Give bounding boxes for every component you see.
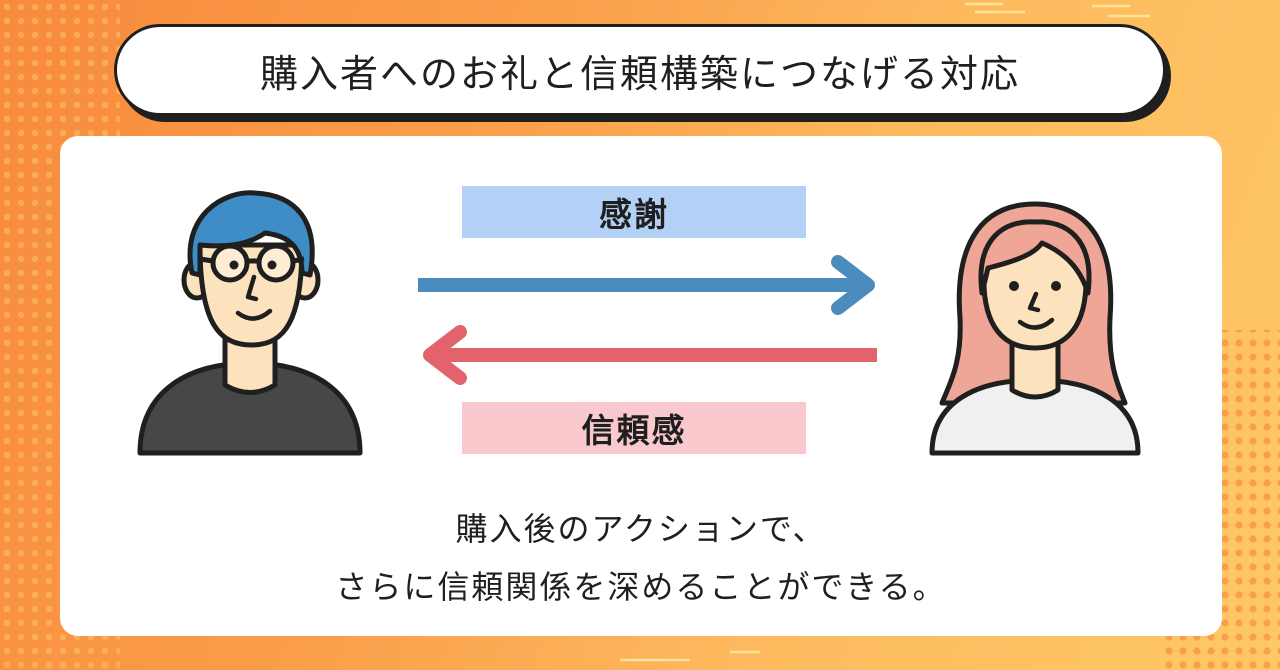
arrow-right-icon <box>418 255 875 315</box>
label-trust-text: 信頼感 <box>581 411 687 450</box>
caption-line-2: さらに信頼関係を深めることができる。 <box>335 568 947 606</box>
caption: 購入後のアクションで、 さらに信頼関係を深めることができる。 <box>60 500 1222 616</box>
exchange-arrows <box>418 255 877 385</box>
caption-line-1: 購入後のアクションで、 <box>455 510 827 548</box>
page-title: 購入者へのお礼と信頼構築につなげる対応 <box>259 51 1020 96</box>
arrow-left-icon <box>423 325 877 385</box>
man-with-glasses-icon <box>137 190 363 456</box>
label-gratitude-text: 感謝 <box>599 195 669 234</box>
label-trust: 信頼感 <box>462 402 806 454</box>
woman-long-hair-icon <box>929 201 1141 456</box>
label-gratitude: 感謝 <box>462 186 806 238</box>
title-banner: 購入者へのお礼と信頼構築につなげる対応 <box>114 24 1166 116</box>
